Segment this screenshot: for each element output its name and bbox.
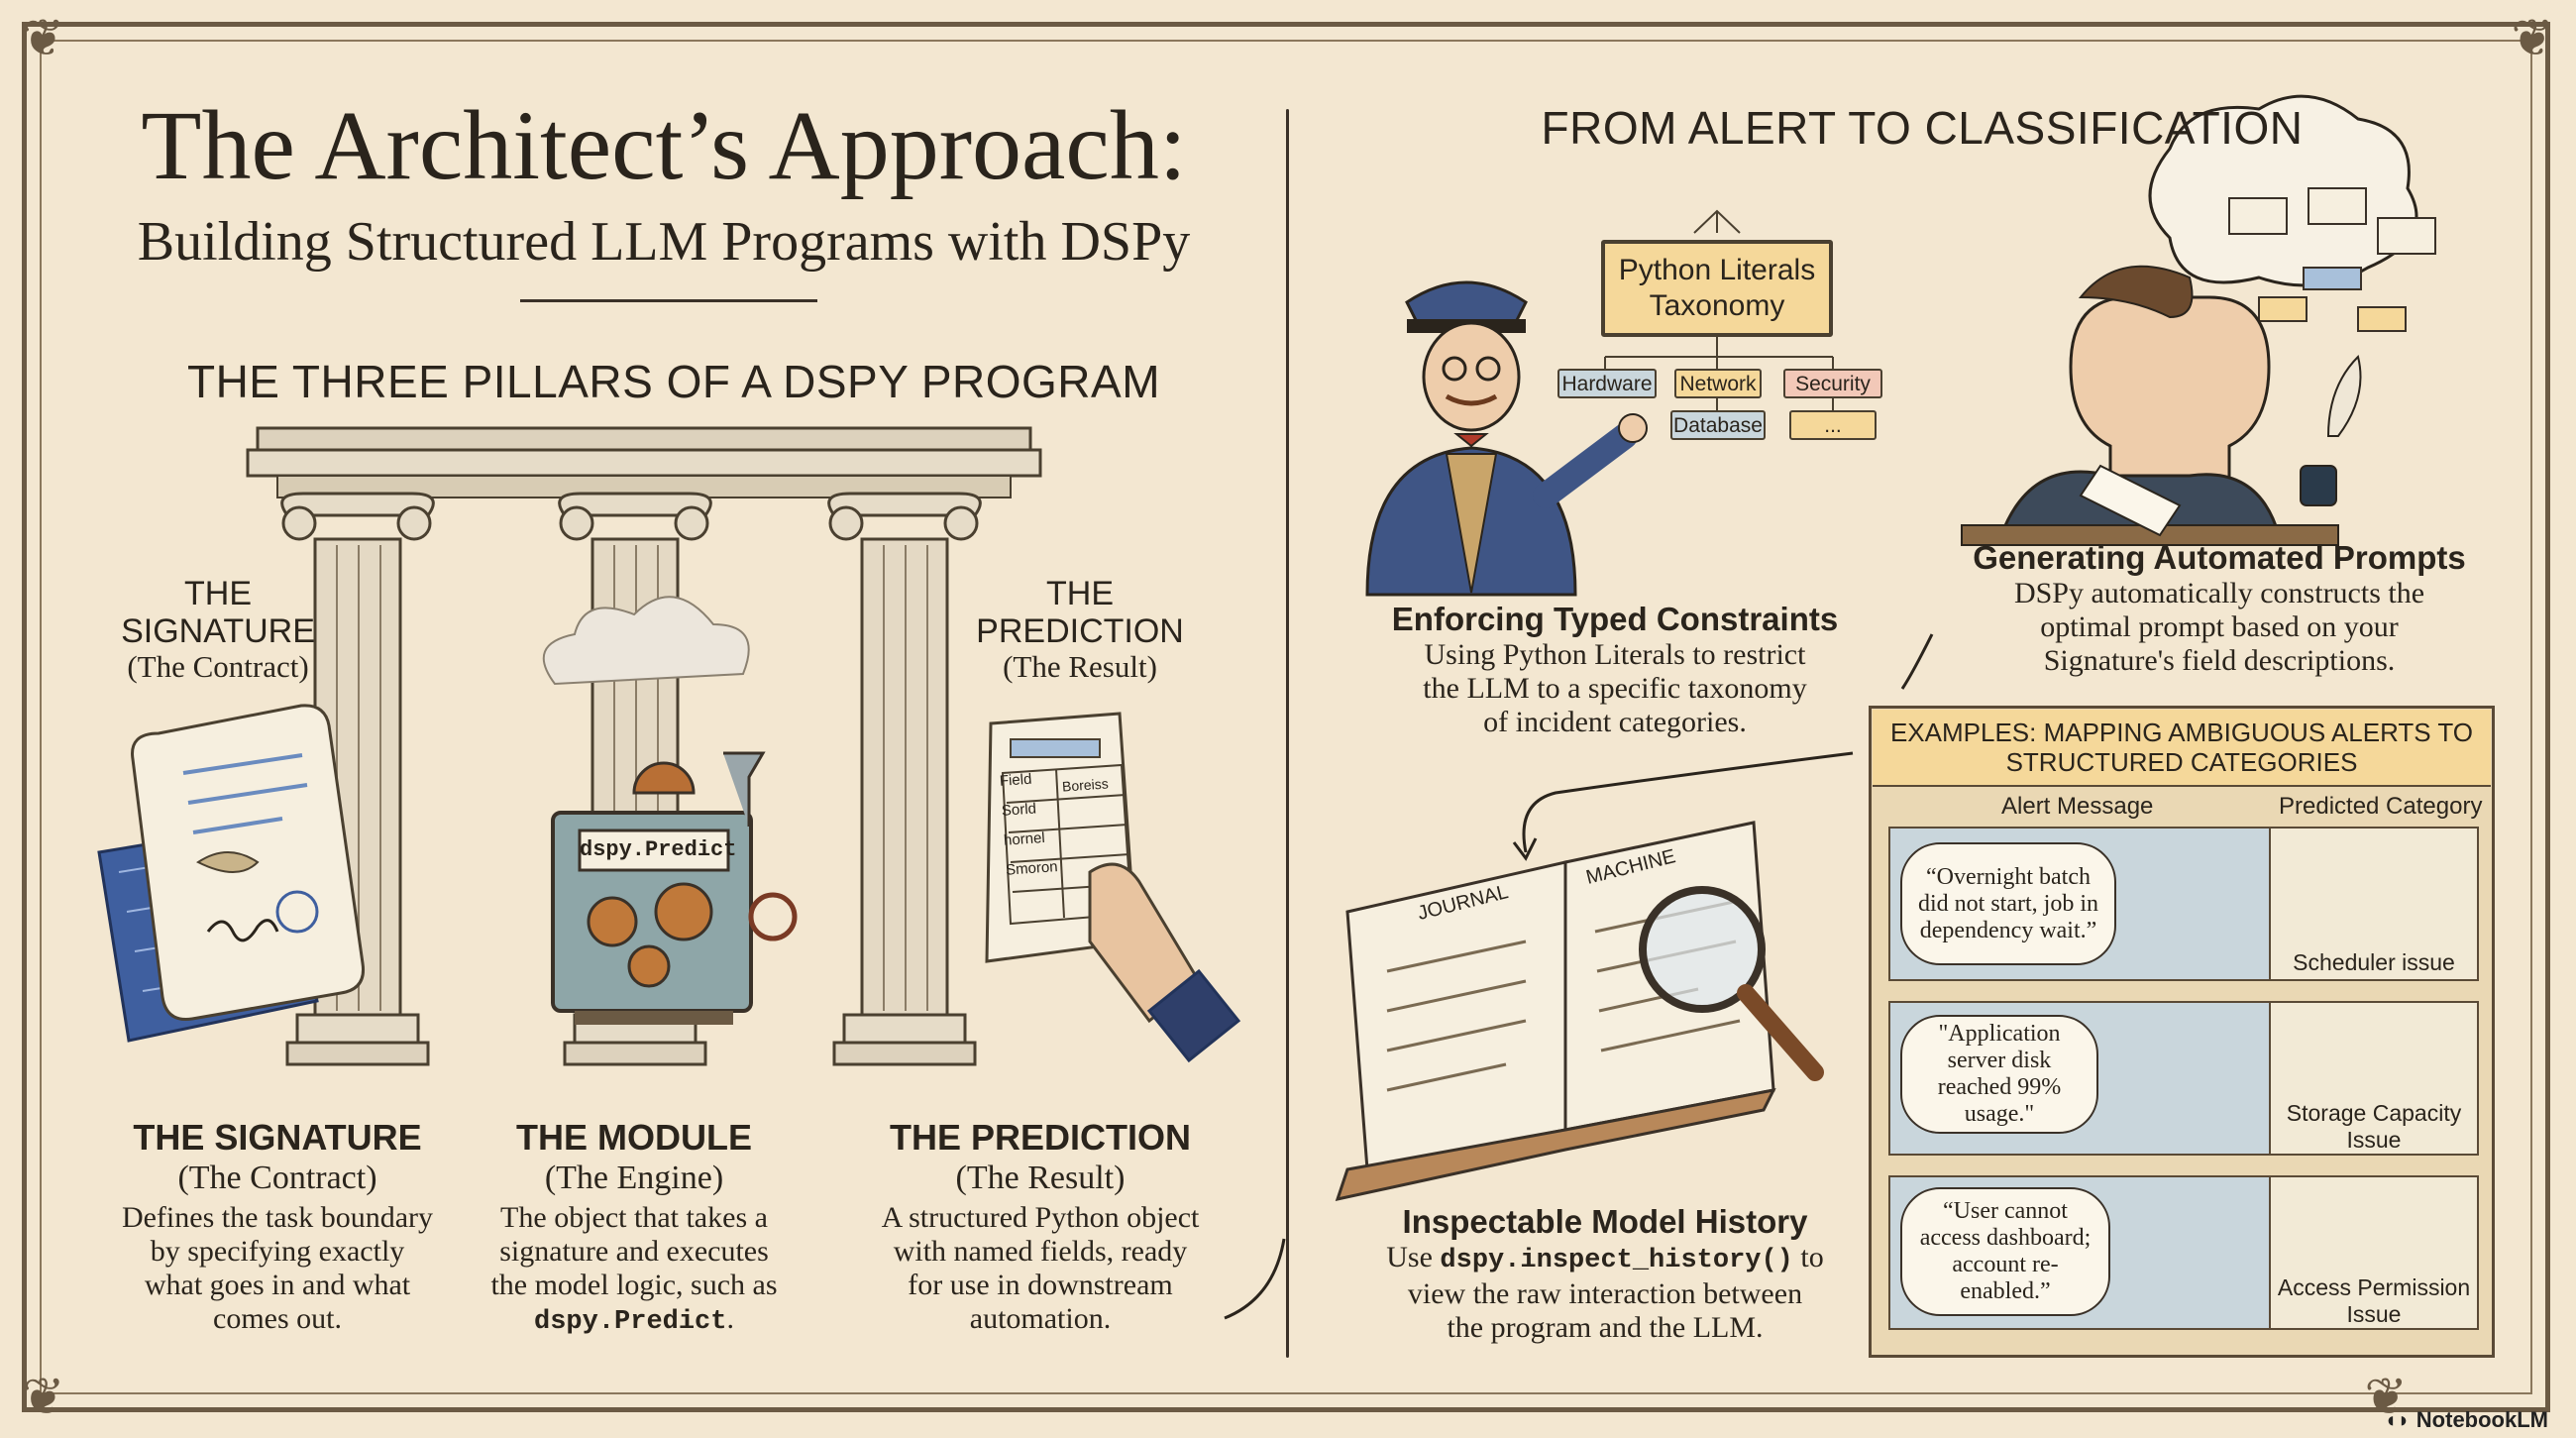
history-arrow [1522,751,1854,853]
pillar-prediction [827,492,982,1066]
desc-line: the LLM to a specific taxonomy [1423,672,1807,705]
pillars-heading: THE THREE PILLARS OF A DSPY PROGRAM [186,356,1161,407]
model-history-title: Inspectable Model History [1402,1203,1808,1240]
desc-line: of incident categories. [1483,706,1747,738]
section-divider [1286,109,1289,1358]
category-card [2269,1001,2479,1156]
desc-line: for use in downstream [908,1269,1173,1301]
desc-line: dspy.Predict. [446,1302,822,1339]
conductor-illustration [1365,280,1648,597]
signature-side-name: THE SIGNATURE [121,575,315,650]
inner-frame [40,40,2532,1394]
corner-flourish-icon: ❦ [22,1370,65,1426]
page-title: The Architect’s Approach: [141,90,1187,200]
category-label: Access Permission Issue [2277,1274,2471,1327]
desc-line: Using Python Literals to restrict [1424,638,1806,671]
automated-prompts-title: Generating Automated Prompts [1973,539,2466,576]
desc-line: automation. [969,1302,1112,1335]
category-label: Storage Capacity Issue [2286,1100,2462,1153]
page-subtitle: Building Structured LLM Programs with DS… [137,211,1191,273]
examples-heading: EXAMPLES: MAPPING AMBIGUOUS ALERTS TO ST… [1873,710,2491,787]
engine-illustration [542,596,798,1025]
desc-line: with named fields, ready [893,1235,1188,1268]
desc-line: the program and the LLM. [1447,1311,1764,1344]
desc-line: DSPy automatically constructs the [2013,577,2425,609]
desc-line: optimal prompt based on your [2040,610,2399,643]
column-desc-prediction: A structured Python object with named fi… [852,1201,1229,1336]
taxonomy-node-more: ... [1789,410,1877,440]
result-field: Sorld [1001,800,1037,820]
desc-line: Defines the task boundary [121,1201,434,1234]
column-desc-module: The object that takes a signature and ex… [446,1201,822,1339]
taxonomy-node-security: Security [1783,369,1882,398]
taxonomy-connectors [1604,209,1834,410]
result-field: Smoron [1005,858,1059,879]
category-label: Scheduler issue [2293,949,2455,975]
journal-illustration [1335,821,1824,1202]
column-title-module: THE MODULE [516,1117,752,1158]
result-field: Field [999,770,1032,790]
code-text: dspy.Predict [534,1307,727,1337]
column-header-message: Alert Message [2001,793,2154,820]
history-suffix: to [1792,1241,1824,1273]
alert-message: "Application server disk reached 99% usa… [1900,1015,2098,1134]
engine-plate: dspy.Predict [580,837,737,862]
divider-curl [1224,1238,1286,1320]
prompt-connector [1900,633,1934,690]
corner-flourish-icon: ❦ [22,11,65,67]
desc-line: Use dspy.inspect_history() to [1338,1241,1873,1277]
corner-flourish-icon: ❦ [2511,11,2554,67]
desc-line: view the raw interaction between [1407,1277,1803,1310]
contract-scroll-illustration [97,704,366,1043]
prediction-document-illustration [985,712,1241,1063]
history-prefix: Use [1386,1241,1441,1273]
notebooklm-watermark: ◖◗ NotebookLM [2384,1407,2548,1433]
result-field: Boreiss [1061,775,1110,795]
desc-line: the model logic, such as [490,1269,778,1301]
result-fields: Field Sorld hornel Smoron [999,763,1059,885]
column-title-prediction: THE PREDICTION [889,1117,1191,1158]
title-rule [520,299,817,302]
code-text: dspy.inspect_history() [1440,1246,1793,1275]
column-sub-module: (The Engine) [544,1160,724,1196]
code-suffix: . [726,1302,734,1335]
desc-line: what goes in and what [144,1269,411,1301]
writer-illustration [1961,94,2436,546]
model-history-desc: Use dspy.inspect_history() to view the r… [1338,1241,1873,1345]
column-sub-signature: (The Contract) [177,1160,377,1196]
result-field: hornel [1003,829,1046,849]
column-header-category: Predicted Category [2279,793,2483,820]
signature-side-label: THE SIGNATURE [109,575,327,650]
taxonomy-node-database: Database [1670,410,1766,440]
column-desc-signature: Defines the task boundary by specifying … [89,1201,466,1336]
outer-frame [22,22,2550,1412]
desc-line: A structured Python object [881,1201,1200,1234]
desc-line: comes out. [213,1302,342,1335]
desc-line: by specifying exactly [150,1235,405,1268]
signature-side-sub: (The Contract) [127,649,309,684]
watermark-text: NotebookLM [2415,1407,2548,1432]
desc-line: Signature's field descriptions. [2043,644,2396,677]
category-card [2269,1175,2479,1330]
typed-constraints-title: Enforcing Typed Constraints [1391,601,1839,637]
taxonomy-root: Python Literals Taxonomy [1601,240,1833,337]
automated-prompts-desc: DSPy automatically constructs the optima… [1942,577,2497,678]
category-card [2269,827,2479,981]
typed-constraints-desc: Using Python Literals to restrict the LL… [1357,638,1873,739]
prediction-side-sub: (The Result) [1003,649,1157,684]
desc-line: The object that takes a [500,1201,768,1234]
corner-flourish-icon: ❦ [2364,1370,2408,1426]
alert-heading: FROM ALERT TO CLASSIFICATION [1541,102,2304,154]
taxonomy-node-network: Network [1674,369,1762,398]
alert-message: “User cannot access dashboard; account r… [1900,1187,2110,1316]
column-sub-prediction: (The Result) [955,1160,1126,1196]
taxonomy-node-hardware: Hardware [1557,369,1657,398]
notebooklm-logo-icon: ◖◗ [2384,1407,2416,1432]
column-title-signature: THE SIGNATURE [133,1117,422,1158]
prediction-side-label: THE PREDICTION [976,575,1184,650]
alert-message: “Overnight batch did not start, job in d… [1900,842,2116,965]
desc-line: signature and executes [499,1235,769,1268]
